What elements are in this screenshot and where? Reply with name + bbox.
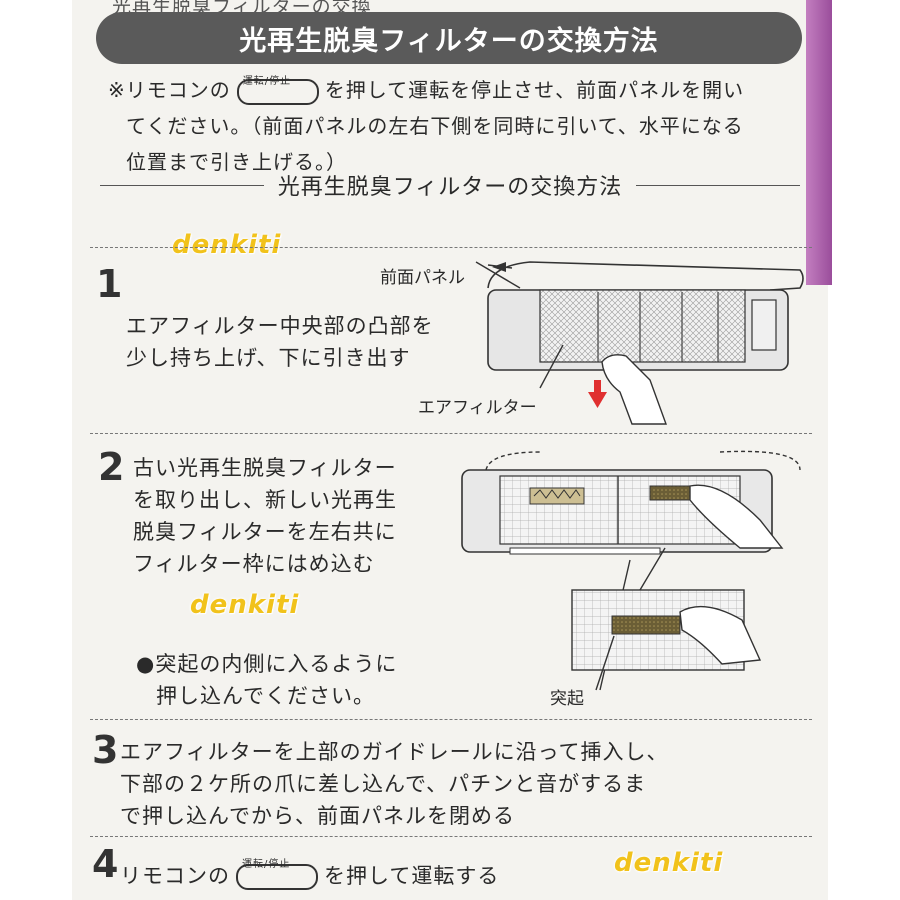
step-1-text: エアフィルター中央部の凸部を 少し持ち上げ、下に引き出す xyxy=(126,310,434,374)
instruction-sheet xyxy=(72,0,828,900)
note-paragraph: ※リモコンの運転/停止 を押して運転を停止させ、前面パネルを開い てください。（前… xyxy=(108,72,798,180)
step-1-line-1: エアフィルター中央部の凸部を xyxy=(126,314,434,338)
step-1-line-2: 少し持ち上げ、下に引き出す xyxy=(126,346,411,370)
step-2-bullet: ●突起の内側に入るように 押し込んでください。 xyxy=(136,648,397,712)
air-filter-label: エアフィルター xyxy=(418,398,537,418)
step-3-number: 3 xyxy=(92,728,119,772)
step-2-line-4: フィルター枠にはめ込む xyxy=(133,552,375,576)
button-caption: 運転/停止 xyxy=(242,859,291,870)
banner-title: 光再生脱臭フィルターの交換方法 xyxy=(96,12,802,64)
step-2-number: 2 xyxy=(98,445,125,489)
section-title-text: 光再生脱臭フィルターの交換方法 xyxy=(277,175,623,200)
step-2-text: 古い光再生脱臭フィルター を取り出し、新しい光再生 脱臭フィルターを左右共に フ… xyxy=(133,452,397,580)
remote-button-icon: 運転/停止 xyxy=(236,76,319,105)
note-line-2: てください。（前面パネルの左右下側を同時に引いて、水平になる xyxy=(126,114,744,138)
step-2-line-3: 脱臭フィルターを左右共に xyxy=(133,520,397,544)
package-edge xyxy=(806,0,832,285)
step-1-number: 1 xyxy=(96,262,123,306)
step-2-bullet-line-2: 押し込んでください。 xyxy=(156,684,375,708)
watermark: denkiti xyxy=(190,590,300,620)
step-4-text: リモコンの 運転/停止 を押して運転する xyxy=(120,859,500,892)
title-rule-left xyxy=(100,184,264,186)
step-3-line-1: エアフィルターを上部のガイドレールに沿って挿入し、 xyxy=(120,740,669,764)
step-2-line-2: を取り出し、新しい光再生 xyxy=(133,488,397,512)
step-2-line-1: 古い光再生脱臭フィルター xyxy=(133,456,397,480)
remote-button-icon: 運転/停止 xyxy=(236,859,318,890)
step-4-number: 4 xyxy=(92,842,119,886)
note-prefix: ※リモコンの xyxy=(108,78,231,102)
step-3-text: エアフィルターを上部のガイドレールに沿って挿入し、 下部の２ケ所の爪に差し込んで… xyxy=(120,736,669,832)
protrusion-label: 突起 xyxy=(550,689,584,709)
watermark: denkiti xyxy=(172,230,282,260)
dashed-divider xyxy=(90,433,812,434)
step-3-line-2: 下部の２ケ所の爪に差し込んで、パチンと音がするま xyxy=(120,772,647,796)
note-text: を押して運転を停止させ、前面パネルを開い xyxy=(324,78,745,102)
step-2-bullet-line-1: ●突起の内側に入るように xyxy=(136,652,398,676)
title-rule-right xyxy=(636,184,800,186)
watermark: denkiti xyxy=(614,848,724,878)
note-line-3: 位置まで引き上げる。） xyxy=(126,150,347,174)
step-4-prefix: リモコンの xyxy=(120,864,230,888)
dashed-divider xyxy=(90,719,812,720)
dashed-divider xyxy=(90,247,812,248)
front-panel-label: 前面パネル xyxy=(380,268,465,288)
button-caption: 運転/停止 xyxy=(242,75,292,87)
step-4-suffix: を押して運転する xyxy=(324,864,500,888)
section-title: 光再生脱臭フィルターの交換方法 xyxy=(100,170,800,200)
dashed-divider xyxy=(90,836,812,837)
step-3-line-3: で押し込んでから、前面パネルを閉める xyxy=(120,804,515,828)
